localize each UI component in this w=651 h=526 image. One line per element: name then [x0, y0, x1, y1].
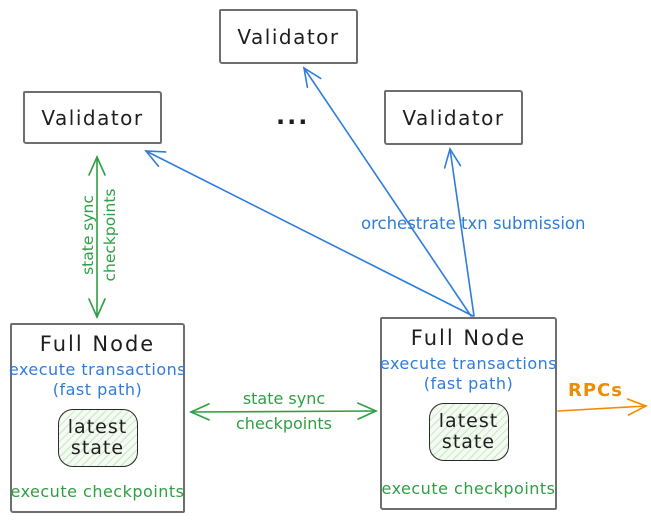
ellipsis-text: ... [276, 102, 310, 130]
fast-path-text: (fast path) [52, 380, 143, 399]
arrow-rpcs [557, 398, 648, 416]
latest-state-right: latest state [428, 403, 509, 461]
state-sync-horizontal-label-line1: state sync [242, 389, 326, 408]
state-sync-vertical-label-line1: state sync [79, 195, 97, 275]
execute-transactions-text: execute transactions [379, 354, 558, 373]
full-node-right-title: Full Node [410, 326, 527, 350]
state-sync-vertical-label-line2: checkpoints [101, 188, 119, 282]
latest-state-right-line2: state [441, 431, 496, 453]
arrow-orchestrate-to-right-validator [443, 147, 475, 317]
latest-state-left: latest state [57, 409, 138, 467]
arrow-state-sync-horizontal [189, 402, 378, 421]
full-node-right-fast-path: execute transactions (fast path) [380, 354, 557, 394]
latest-state-left-line1: latest [67, 416, 128, 439]
full-node-right: Full Node execute transactions (fast pat… [380, 317, 557, 510]
validator-middle-node: Validator [219, 9, 358, 64]
orchestrate-txn-submission-label: orchestrate txn submission [361, 214, 586, 233]
execute-transactions-text: execute transactions [8, 360, 187, 379]
latest-state-right-line1: latest [438, 410, 499, 433]
execute-checkpoints-left: execute checkpoints [10, 482, 185, 501]
latest-state-left-line2: state [70, 437, 125, 459]
validator-right-label: Validator [402, 105, 505, 130]
validator-left-node: Validator [23, 91, 162, 144]
validator-left-label: Validator [41, 105, 144, 130]
full-node-left-title: Full Node [39, 332, 156, 356]
rpcs-label: RPCs [568, 380, 623, 401]
full-node-left-fast-path: execute transactions (fast path) [9, 360, 186, 400]
fast-path-text: (fast path) [423, 374, 514, 393]
arrow-orchestrate-to-left-validator [144, 150, 474, 317]
validator-right-node: Validator [384, 90, 523, 145]
validator-middle-label: Validator [237, 24, 340, 49]
state-sync-horizontal-label-line2: checkpoints [236, 414, 332, 433]
full-node-left: Full Node execute transactions (fast pat… [9, 323, 186, 513]
execute-checkpoints-right: execute checkpoints [381, 479, 556, 498]
